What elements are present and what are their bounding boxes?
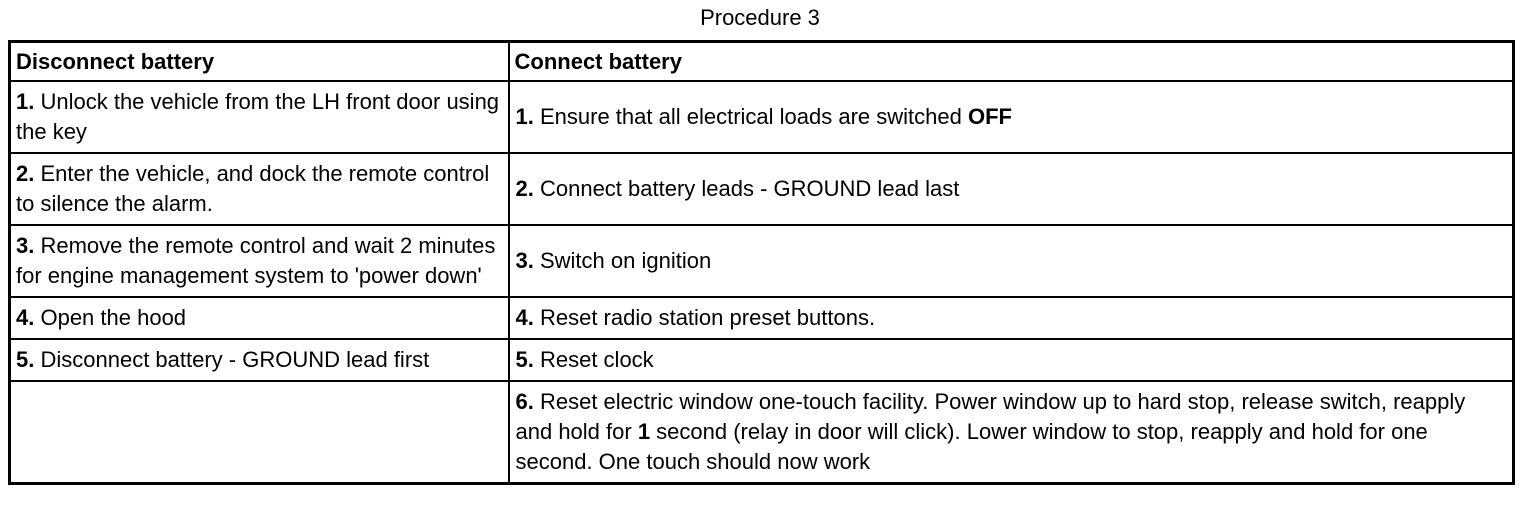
step-bold-text: 1.: [515, 104, 534, 129]
step-text: Open the hood: [34, 305, 187, 330]
step-bold-text: 4.: [16, 305, 35, 330]
step-text: Connect battery leads - GROUND lead last: [533, 176, 960, 201]
step-text: Unlock the vehicle from the LH front doo…: [16, 89, 500, 144]
step-text: Ensure that all electrical loads are swi…: [533, 104, 968, 129]
step-bold-text: 2.: [16, 161, 35, 186]
step-bold-text: 6.: [515, 389, 534, 414]
step-text: Switch on ignition: [533, 248, 712, 273]
procedure-step-cell-left: 4. Open the hood: [8, 296, 510, 340]
step-text: Reset electric window one-touch facility…: [515, 389, 1466, 444]
step-bold-text: 1.: [16, 89, 35, 114]
step-bold-text: 5.: [16, 347, 35, 372]
procedure-step-cell-right: 5. Reset clock: [507, 338, 1515, 382]
step-bold-text: 5.: [515, 347, 534, 372]
step-text: Reset radio station preset buttons.: [533, 305, 876, 330]
step-bold-text: 4.: [515, 305, 534, 330]
step-text: Remove the remote control and wait 2 min…: [16, 233, 496, 288]
table-row: 1. Unlock the vehicle from the LH front …: [8, 80, 1515, 154]
procedure-step-cell-left: 5. Disconnect battery - GROUND lead firs…: [8, 338, 510, 382]
step-text: Reset clock: [533, 347, 654, 372]
procedure-step-cell-right: 4. Reset radio station preset buttons.: [507, 296, 1515, 340]
procedure-table-header: Disconnect battery Connect battery: [8, 40, 1515, 82]
column-header-connect-battery: Connect battery: [507, 40, 1515, 82]
step-bold-text: 3.: [515, 248, 534, 273]
procedure-step-cell-right: 3. Switch on ignition: [507, 224, 1515, 298]
step-bold-text: 2.: [515, 176, 534, 201]
procedure-step-cell-left: 1. Unlock the vehicle from the LH front …: [8, 80, 510, 154]
table-row: 6. Reset electric window one-touch facil…: [8, 380, 1515, 485]
procedure-table-body: 1. Unlock the vehicle from the LH front …: [8, 80, 1515, 485]
step-text: Enter the vehicle, and dock the remote c…: [16, 161, 490, 216]
procedure-step-cell-left: [8, 380, 510, 485]
table-row: 3. Remove the remote control and wait 2 …: [8, 224, 1515, 298]
step-text: Disconnect battery - GROUND lead first: [34, 347, 430, 372]
table-row: 2. Enter the vehicle, and dock the remot…: [8, 152, 1515, 226]
step-bold-text: 1: [637, 419, 651, 444]
procedure-step-cell-left: 2. Enter the vehicle, and dock the remot…: [8, 152, 510, 226]
step-bold-text: OFF: [967, 104, 1012, 129]
page-title: Procedure 3: [700, 5, 820, 30]
table-row: 5. Disconnect battery - GROUND lead firs…: [8, 338, 1515, 382]
procedure-step-cell-right: 6. Reset electric window one-touch facil…: [507, 380, 1515, 485]
step-bold-text: 3.: [16, 233, 35, 258]
procedure-step-cell-left: 3. Remove the remote control and wait 2 …: [8, 224, 510, 298]
procedure-step-cell-right: 2. Connect battery leads - GROUND lead l…: [507, 152, 1515, 226]
column-header-disconnect-battery: Disconnect battery: [8, 40, 510, 82]
header-row: Disconnect battery Connect battery: [8, 40, 1515, 82]
procedure-table: Disconnect battery Connect battery 1. Un…: [8, 40, 1515, 485]
procedure-step-cell-right: 1. Ensure that all electrical loads are …: [507, 80, 1515, 154]
step-text: second (relay in door will click). Lower…: [515, 419, 1428, 474]
